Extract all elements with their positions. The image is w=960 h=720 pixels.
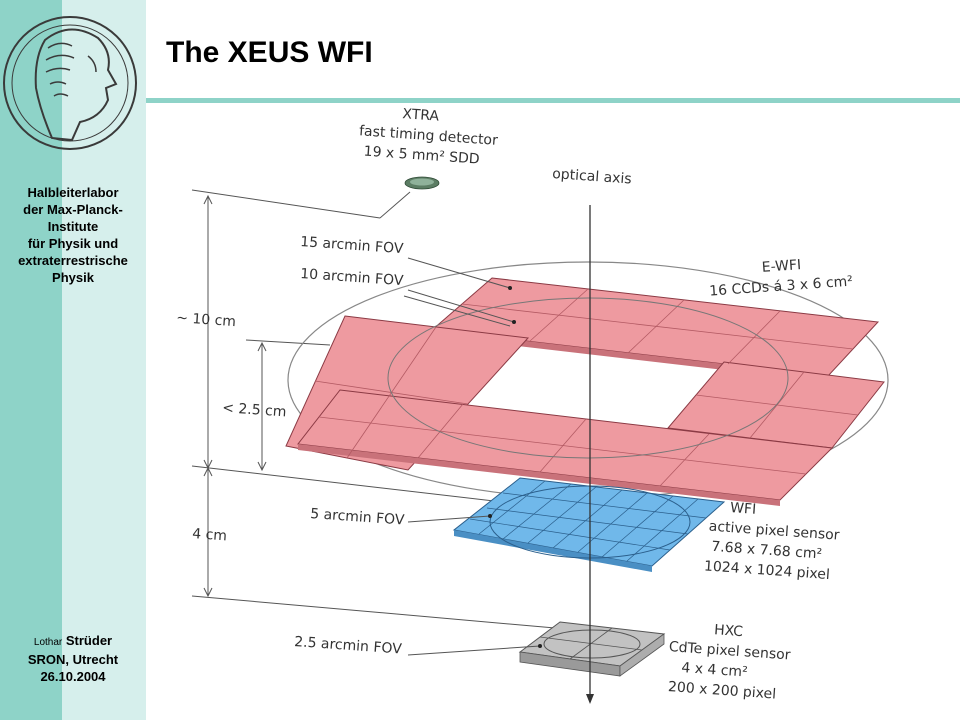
dim-10cm-label: ~ 10 cm bbox=[176, 310, 237, 330]
fov-leader-lines bbox=[403, 257, 542, 656]
title-divider bbox=[146, 98, 960, 103]
org-line: Halbleiterlabor bbox=[27, 185, 119, 200]
svg-text:1024 x 1024 pixel: 1024 x 1024 pixel bbox=[703, 558, 830, 583]
svg-text:HXC: HXC bbox=[714, 622, 744, 640]
dimension-lines bbox=[191, 189, 556, 629]
minerva-logo-icon bbox=[3, 16, 137, 150]
svg-text:XTRA: XTRA bbox=[402, 106, 440, 125]
fov-5-label: 5 arcmin FOV bbox=[310, 506, 406, 529]
svg-text:4 x 4 cm²: 4 x 4 cm² bbox=[681, 660, 748, 681]
hxc-label: HXC CdTe pixel sensor 4 x 4 cm² 200 x 20… bbox=[667, 622, 791, 703]
svg-text:7.68 x 7.68 cm²: 7.68 x 7.68 cm² bbox=[711, 539, 823, 563]
fov-ellipse-inner bbox=[387, 297, 789, 459]
svg-text:E-WFI: E-WFI bbox=[761, 257, 801, 276]
svg-text:WFI: WFI bbox=[730, 500, 757, 518]
date: 26.10.2004 bbox=[40, 669, 106, 684]
author-block: Lothar Strüder SRON, Utrecht 26.10.2004 bbox=[0, 632, 146, 685]
author-first-name: Lothar bbox=[33, 637, 63, 648]
ewfi-label: E-WFI 16 CCDs á 3 x 6 cm² bbox=[709, 257, 854, 300]
dim-2-5cm-label: < 2.5 cm bbox=[222, 400, 287, 420]
fov-10-label: 10 arcmin FOV bbox=[300, 266, 405, 289]
author-last-name: Strüder bbox=[65, 633, 113, 648]
org-line: Institute bbox=[47, 219, 99, 234]
ewfi-ccd-frame bbox=[285, 277, 885, 506]
xtra-label: XTRA fast timing detector 19 x 5 mm² SDD bbox=[359, 106, 499, 168]
affiliation: SRON, Utrecht bbox=[27, 652, 119, 667]
svg-text:19 x 5 mm² SDD: 19 x 5 mm² SDD bbox=[363, 144, 480, 168]
svg-text:200 x 200 pixel: 200 x 200 pixel bbox=[667, 679, 776, 703]
hxc-sensor bbox=[518, 621, 666, 677]
optical-axis-label: optical axis bbox=[552, 166, 632, 188]
org-line: für Physik und bbox=[27, 236, 119, 251]
fov-15-label: 15 arcmin FOV bbox=[300, 234, 405, 257]
organization-name: Halbleiterlabor der Max-Planck- Institut… bbox=[0, 184, 146, 286]
optical-axis-line bbox=[586, 205, 594, 704]
wfi-sensor bbox=[452, 477, 726, 572]
wfi-label: WFI active pixel sensor 7.68 x 7.68 cm² … bbox=[703, 500, 840, 583]
fov-2-5-label: 2.5 arcmin FOV bbox=[294, 634, 403, 658]
svg-text:16 CCDs á 3 x 6 cm²: 16 CCDs á 3 x 6 cm² bbox=[709, 274, 854, 300]
sidebar-accent-strip bbox=[0, 0, 62, 720]
org-line: Physik bbox=[52, 270, 94, 285]
wfi-diagram: XTRA fast timing detector 19 x 5 mm² SDD… bbox=[176, 106, 889, 704]
sidebar-panel bbox=[62, 0, 146, 720]
page-title: The XEUS WFI bbox=[166, 36, 373, 69]
dim-4cm-label: 4 cm bbox=[192, 526, 228, 544]
org-line: der Max-Planck- bbox=[23, 202, 123, 217]
xtra-detector bbox=[404, 176, 440, 190]
org-line: extraterrestrische bbox=[18, 253, 128, 268]
